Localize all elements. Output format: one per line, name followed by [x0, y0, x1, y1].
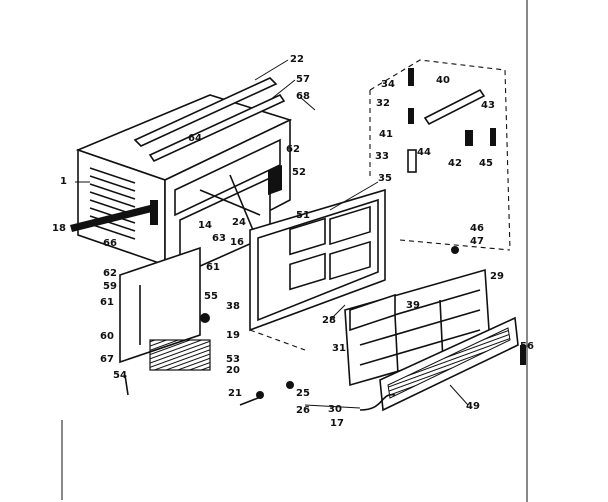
label-43: 43 — [481, 100, 495, 111]
label-24: 24 — [232, 217, 246, 228]
top-rail-57 — [148, 93, 286, 163]
label-61: 61 — [100, 297, 114, 308]
label-30: 30 — [328, 404, 342, 415]
leader-lines — [75, 59, 469, 409]
label-64: 64 — [188, 133, 202, 144]
label-22: 22 — [290, 54, 304, 65]
label-62b: 62 — [103, 268, 117, 279]
label-51: 51 — [296, 210, 310, 221]
label-44: 44 — [417, 147, 431, 158]
label-26: 26 — [296, 405, 310, 416]
label-39: 39 — [406, 300, 420, 311]
label-61b: 61 — [206, 262, 220, 273]
label-34: 34 — [381, 79, 395, 90]
label-1: 1 — [60, 176, 67, 187]
label-66: 66 — [103, 238, 117, 249]
label-29: 29 — [490, 271, 504, 282]
label-47: 47 — [470, 236, 484, 247]
label-21: 21 — [228, 388, 242, 399]
label-55: 55 — [204, 291, 218, 302]
label-20: 20 — [226, 365, 240, 376]
label-35: 35 — [378, 173, 392, 184]
cabinet — [70, 77, 293, 277]
label-41: 41 — [379, 129, 393, 140]
label-19: 19 — [226, 330, 240, 341]
label-53: 53 — [226, 354, 240, 365]
coil-52 — [268, 165, 282, 195]
label-18: 18 — [52, 223, 66, 234]
label-62: 62 — [286, 144, 300, 155]
filter-frame — [344, 268, 491, 387]
label-25: 25 — [296, 388, 310, 399]
label-57: 57 — [296, 74, 310, 85]
filter-39 — [349, 293, 396, 332]
vent-grille-53 — [149, 339, 211, 371]
part-18-bar — [70, 205, 152, 232]
label-63: 63 — [212, 233, 226, 244]
label-59: 59 — [103, 281, 117, 292]
label-68: 68 — [296, 91, 310, 102]
label-52: 52 — [292, 167, 306, 178]
front-frame — [249, 188, 386, 351]
label-31: 31 — [332, 343, 346, 354]
hardware — [124, 246, 526, 411]
label-67: 67 — [100, 354, 114, 365]
label-60: 60 — [100, 331, 114, 342]
controls-box — [369, 59, 511, 251]
label-32: 32 — [376, 98, 390, 109]
label-40: 40 — [436, 75, 450, 86]
top-rail-22 — [133, 77, 278, 147]
label-45: 45 — [479, 158, 493, 169]
label-49: 49 — [466, 401, 480, 412]
side-panel — [119, 246, 211, 371]
label-14: 14 — [198, 220, 212, 231]
label-38: 38 — [226, 301, 240, 312]
label-42: 42 — [448, 158, 462, 169]
label-54: 54 — [113, 370, 127, 381]
part-labels: 22 57 68 64 62 52 35 1 14 24 51 18 63 16… — [52, 54, 534, 429]
label-46: 46 — [470, 223, 484, 234]
label-56: 56 — [520, 341, 534, 352]
label-33: 33 — [375, 151, 389, 162]
rod-40 — [423, 88, 486, 126]
label-17: 17 — [330, 418, 344, 429]
label-28: 28 — [322, 315, 336, 326]
label-16: 16 — [230, 237, 244, 248]
